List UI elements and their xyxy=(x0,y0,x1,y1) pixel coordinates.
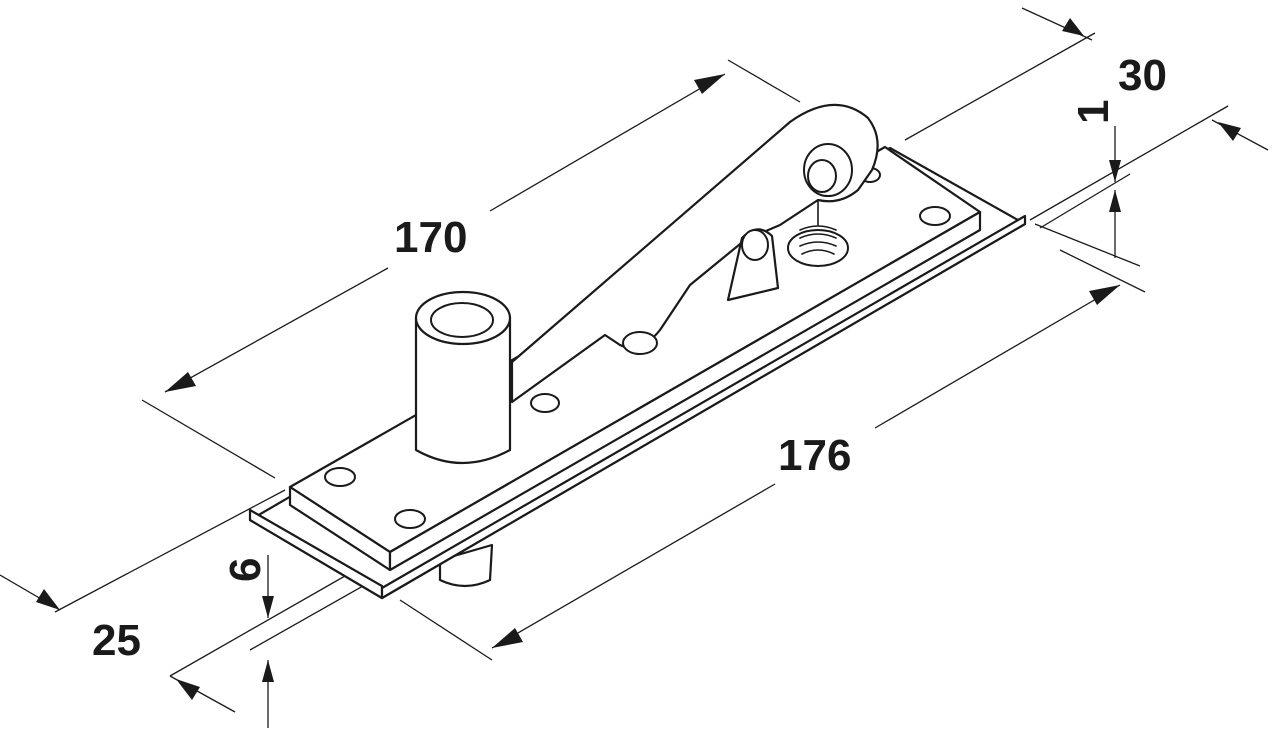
dimension-30: 30 1 xyxy=(904,7,1269,267)
screw-hole xyxy=(530,393,560,413)
dimension-label-176: 176 xyxy=(778,431,851,480)
dimension-label-170: 170 xyxy=(394,213,467,262)
bottom-spigot xyxy=(438,543,494,588)
spring xyxy=(787,199,849,267)
dimension-label-25: 25 xyxy=(92,616,141,665)
dimension-label-30: 30 xyxy=(1118,51,1167,100)
pivot-arm xyxy=(510,103,879,404)
dimension-label-6: 6 xyxy=(221,558,270,582)
dimension-176: 176 xyxy=(399,249,1146,661)
screw-holes xyxy=(324,167,951,529)
screw-hole xyxy=(394,509,426,529)
pivot-assembly xyxy=(248,103,1027,600)
pivot-cylinder xyxy=(414,290,512,464)
dimension-25: 25 xyxy=(0,489,381,713)
screw-hole xyxy=(919,206,951,226)
screw-hole xyxy=(324,467,356,487)
dimension-label-1: 1 xyxy=(1069,100,1118,124)
dimension-170: 170 xyxy=(141,59,801,479)
cover-plate xyxy=(288,145,982,572)
locking-tab xyxy=(726,228,780,302)
